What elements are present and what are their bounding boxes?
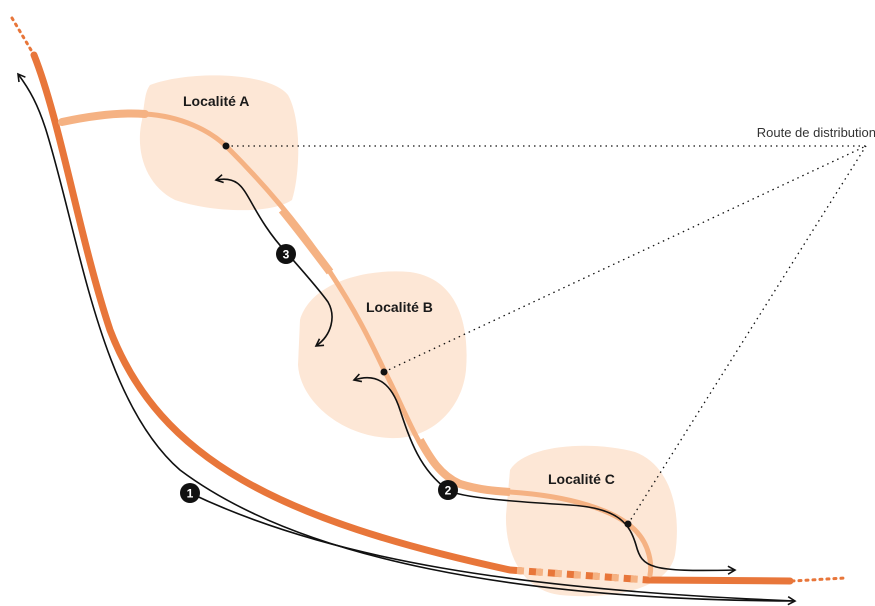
main-road	[30, 51, 514, 574]
main-road-dashed-segment	[509, 566, 649, 584]
route-1-arrow	[17, 72, 796, 602]
locality-c-label: Localité C	[548, 471, 615, 487]
route-2-arrow-to-c	[447, 489, 737, 575]
local-road	[59, 110, 654, 578]
route-point-c	[624, 520, 632, 528]
route-leader-lines	[226, 145, 867, 525]
route-label: Route de distribution	[757, 125, 875, 140]
local-road-thick-a	[58, 109, 149, 126]
route-1-arrow-return	[189, 492, 797, 606]
route-point-a	[222, 142, 230, 150]
badge-2: 2	[438, 480, 458, 500]
route-point-b	[380, 368, 388, 376]
route-3-arrow-to-a	[214, 174, 287, 253]
badge-3-number: 3	[283, 248, 290, 262]
local-road-thick-bc	[416, 438, 511, 496]
locality-b-label: Localité B	[366, 299, 433, 315]
locality-c-area	[505, 445, 677, 597]
main-road-dashed-underlay	[509, 566, 649, 584]
route-3-arrow-to-b	[285, 251, 333, 347]
badge-2-number: 2	[445, 484, 452, 498]
badge-1-number: 1	[187, 487, 194, 501]
main-road-dotted-end	[790, 576, 847, 583]
badge-1: 1	[180, 483, 200, 503]
route-2-arrow-to-b	[352, 373, 449, 491]
main-road-end	[644, 576, 794, 585]
main-road-dotted-start	[10, 16, 36, 57]
locality-b-area	[298, 271, 467, 439]
badge-3: 3	[276, 244, 296, 264]
local-road-thick-ab	[278, 207, 334, 275]
locality-a-label: Localité A	[183, 93, 249, 109]
